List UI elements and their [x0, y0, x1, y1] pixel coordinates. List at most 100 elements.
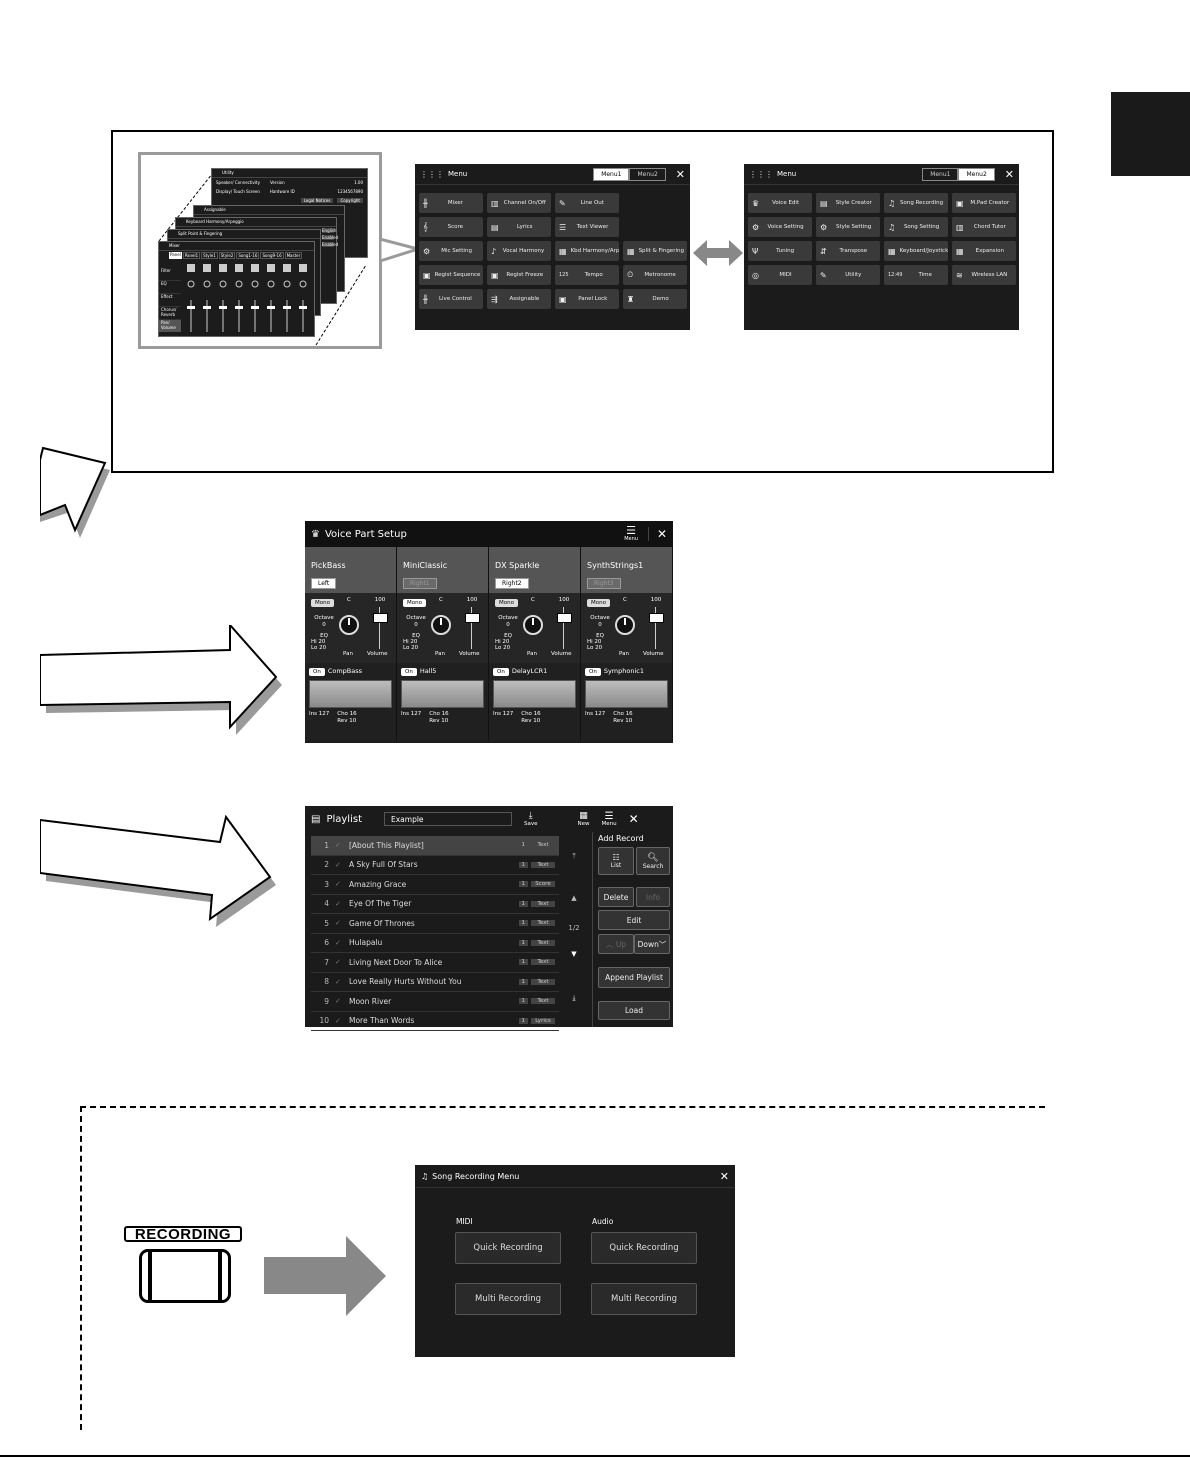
mixer-side-eq[interactable]: EQ — [159, 281, 181, 294]
close-icon[interactable]: ✕ — [1004, 167, 1014, 181]
mixer-side-effect[interactable]: Effect — [159, 294, 181, 307]
mixer-side-chorus[interactable]: Chorus/ Reverb — [159, 307, 181, 320]
new-button[interactable]: ▦ New — [578, 811, 590, 827]
menu-item-regist-freeze[interactable]: ▣Regist Freeze — [487, 265, 551, 285]
menu-item-split[interactable]: ▦Split & Fingering — [623, 241, 687, 261]
volume-slider[interactable] — [649, 613, 664, 623]
menu-item-channel[interactable]: ▥Channel On/Off — [487, 193, 551, 213]
midi-quick-recording-button[interactable]: Quick Recording — [455, 1232, 561, 1264]
mixer-tab-2[interactable]: Style1 — [201, 252, 218, 259]
menu-button[interactable]: ☰ Menu — [602, 811, 617, 827]
tab-menu2[interactable]: Menu2 — [629, 167, 666, 181]
tab-menu2[interactable]: Menu2 — [958, 167, 995, 181]
playlist-scrollbar[interactable]: ⤒ ▲ 1/2 ▼ ⤓ — [563, 846, 585, 1016]
volume-slider[interactable] — [373, 613, 388, 623]
info-button[interactable]: Info — [636, 887, 670, 907]
effect-name[interactable]: DelayLCR1 — [511, 667, 548, 675]
effect-on-button[interactable]: On — [309, 668, 325, 676]
volume-slider[interactable] — [557, 613, 572, 623]
menu-item-mixer[interactable]: ╫Mixer — [419, 193, 483, 213]
menu-item-song-setting[interactable]: ♫Song Setting — [884, 217, 948, 237]
pan-knob[interactable] — [431, 615, 451, 635]
menu-item-chord-tutor[interactable]: ▥Chord Tutor — [952, 217, 1016, 237]
playlist-name-field[interactable]: Example — [384, 812, 512, 826]
menu-item-midi[interactable]: ◎MIDI — [748, 265, 812, 285]
menu-item-voice-edit[interactable]: ♛Voice Edit — [748, 193, 812, 213]
audio-multi-recording-button[interactable]: Multi Recording — [591, 1283, 697, 1315]
pan-knob[interactable] — [523, 615, 543, 635]
down-button[interactable]: Down﹀ — [634, 934, 670, 954]
part-on-off-button[interactable]: Left — [311, 578, 337, 589]
mixer-tab-5[interactable]: Song9-16 — [260, 252, 284, 259]
legal-notices-button[interactable]: Legal Notices — [300, 198, 334, 203]
part-on-off-button[interactable]: Right2 — [495, 578, 529, 589]
delete-button[interactable]: Delete — [598, 887, 634, 907]
mono-button[interactable]: Mono — [403, 599, 426, 607]
append-playlist-button[interactable]: Append Playlist — [598, 967, 670, 988]
mixer-side-filter[interactable]: Filter — [159, 268, 181, 281]
tab-menu1[interactable]: Menu1 — [922, 167, 959, 181]
menu-item-live-control[interactable]: ╫Live Control — [419, 289, 483, 309]
mixer-tab-3[interactable]: Style2 — [218, 252, 236, 259]
menu-item-text-viewer[interactable]: ☰Text Viewer — [555, 217, 619, 237]
mono-button[interactable]: Mono — [495, 599, 518, 607]
midi-multi-recording-button[interactable]: Multi Recording — [455, 1283, 561, 1315]
menu-item-metronome[interactable]: ⏲Metronome — [623, 265, 687, 285]
edit-button[interactable]: Edit — [598, 910, 670, 930]
menu-item-mpad-creator[interactable]: ▣M.Pad Creator — [952, 193, 1016, 213]
close-icon[interactable]: ✕ — [675, 167, 685, 181]
menu-item-lyrics[interactable]: ▤Lyrics — [487, 217, 551, 237]
menu-item-score[interactable]: 𝄞Score — [419, 217, 483, 237]
effect-name[interactable]: Symphonic1 — [603, 667, 644, 675]
scroll-top-icon[interactable]: ⤒ — [572, 852, 576, 860]
menu-item-assignable[interactable]: ⇶Assignable — [487, 289, 551, 309]
search-button[interactable]: 🔍︎ Search — [636, 847, 670, 875]
scroll-bottom-icon[interactable]: ⤓ — [572, 994, 576, 1002]
effect-name[interactable]: CompBass — [327, 667, 363, 675]
menu-item-kbd-harmony[interactable]: ▦Kbd Harmony/Arp — [555, 241, 619, 261]
menu-item-keyboard-joystick[interactable]: ▦Keyboard/Joystick — [884, 241, 948, 261]
mono-button[interactable]: Mono — [587, 599, 610, 607]
up-button[interactable]: ︿ Up — [598, 934, 634, 954]
menu-item-song-recording[interactable]: ♫Song Recording — [884, 193, 948, 213]
tab-menu1[interactable]: Menu1 — [593, 167, 630, 181]
recording-button[interactable] — [139, 1249, 231, 1303]
part-on-off-button[interactable]: Right1 — [403, 578, 437, 589]
scroll-down-icon[interactable]: ▼ — [571, 950, 577, 958]
mixer-tab-0[interactable]: Panel — [169, 252, 182, 259]
close-icon[interactable]: ✕ — [647, 527, 667, 541]
close-icon[interactable]: ✕ — [628, 812, 639, 826]
part-on-off-button[interactable]: Right3 — [587, 578, 621, 589]
effect-name[interactable]: Hall5 — [419, 667, 437, 675]
menu-item-mic-setting[interactable]: ⚙Mic Setting — [419, 241, 483, 261]
list-button[interactable]: ☷ List — [598, 847, 634, 875]
menu-item-utility[interactable]: ✎Utility — [816, 265, 880, 285]
menu-item-demo[interactable]: ♜Demo — [623, 289, 687, 309]
menu-item-wireless-lan[interactable]: ≋Wireless LAN — [952, 265, 1016, 285]
load-button[interactable]: Load — [598, 1001, 670, 1020]
volume-slider[interactable] — [465, 613, 480, 623]
mixer-tab-1[interactable]: Panel1 — [182, 252, 201, 259]
menu-item-expansion[interactable]: ▦Expansion — [952, 241, 1016, 261]
menu-item-panel-lock[interactable]: ▣Panel Lock — [555, 289, 619, 309]
mixer-tab-6[interactable]: Master — [284, 252, 303, 259]
pan-knob[interactable] — [615, 615, 635, 635]
